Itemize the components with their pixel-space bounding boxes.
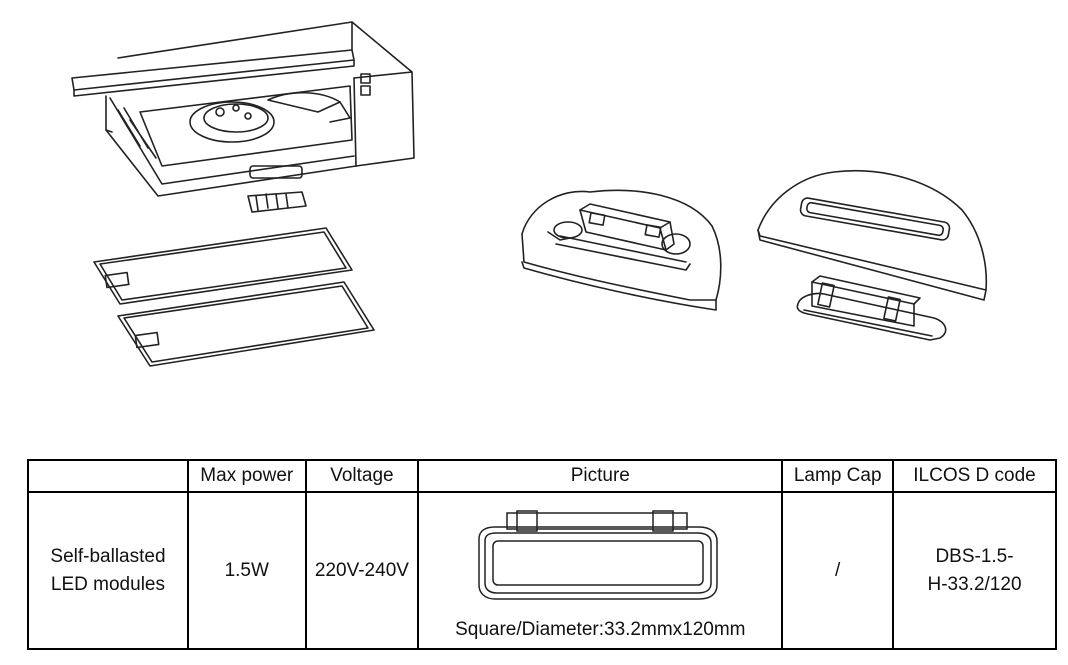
header-max-power: Max power [186, 459, 307, 493]
technical-illustrations [71, 21, 988, 367]
grease-filter-1 [93, 227, 353, 305]
grease-filter-2 [117, 281, 375, 367]
header-picture: Picture [417, 459, 784, 493]
header-lamp-cap: Lamp Cap [781, 459, 895, 493]
cell-type: Self-ballasted LED modules [27, 491, 189, 650]
led-installed-detail [521, 189, 722, 311]
header-blank [27, 459, 189, 493]
picture-caption: Square/Diameter:33.2mmx120mm [455, 619, 746, 640]
cell-voltage: 220V-240V [304, 491, 420, 650]
cell-lamp-cap: / [781, 491, 895, 650]
cell-max-power: 1.5W [186, 491, 307, 650]
cell-picture: Square/Diameter:33.2mmx120mm [417, 491, 784, 650]
header-voltage: Voltage [304, 459, 420, 493]
range-hood-drawing [71, 21, 415, 197]
cell-ilcos: DBS-1.5- H-33.2/120 [892, 491, 1057, 650]
hood-lamp-module [247, 191, 307, 213]
led-removed-detail [757, 169, 988, 341]
table-header-row: Max power Voltage Picture Lamp Cap ILCOS… [27, 459, 1057, 493]
spec-table: Max power Voltage Picture Lamp Cap ILCOS… [27, 459, 1057, 650]
led-module-picture [478, 510, 718, 600]
header-ilcos: ILCOS D code [892, 459, 1057, 493]
table-row: Self-ballasted LED modules 1.5W 220V-240… [27, 491, 1057, 650]
